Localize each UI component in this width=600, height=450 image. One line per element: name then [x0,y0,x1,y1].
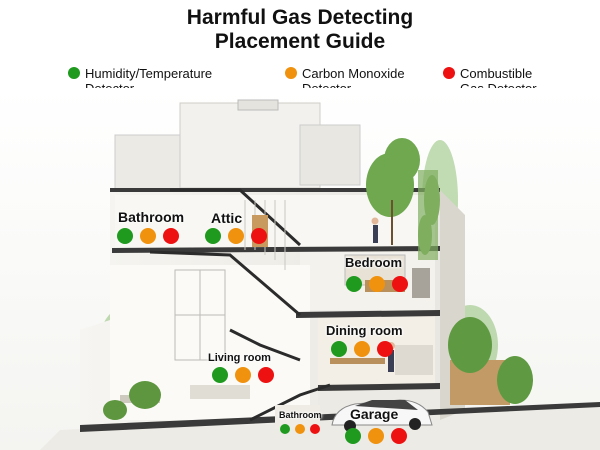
co-detector-dot [368,428,384,444]
title-line-1: Harmful Gas Detecting [186,6,414,29]
humidity-detector-dot [280,424,290,434]
humidity-detector-dot [345,428,361,444]
detectors-living-room [212,367,274,383]
humidity-detector-dot [331,341,347,357]
detectors-bathroom-top [117,228,179,244]
co-detector-dot [228,228,244,244]
combustible-detector-dot [391,428,407,444]
combustible-detector-dot [310,424,320,434]
combustible-detector-dot [392,276,408,292]
legend-co-line1: Carbon Monoxide [302,66,405,81]
co-detector-dot [235,367,251,383]
legend-humidity-line1: Humidity/Temperature [85,66,213,81]
detectors-dining-room [331,341,393,357]
combustible-detector-dot [163,228,179,244]
title-line-2: Placement Guide [214,30,386,53]
co-detector-dot [295,424,305,434]
detectors-bathroom-bottom [280,424,320,434]
legend-combustible-line1: Combustible [460,66,533,81]
legend-combustible-dot [443,67,455,79]
green-wall [418,170,440,260]
co-detector-dot [369,276,385,292]
humidity-detector-dot [212,367,228,383]
combustible-detector-dot [251,228,267,244]
humidity-detector-dot [346,276,362,292]
room-label-dining-room: Dining room [326,323,403,338]
co-detector-dot [354,341,370,357]
legend-humidity-dot [68,67,80,79]
room-label-bedroom: Bedroom [345,255,403,270]
combustible-detector-dot [377,341,393,357]
humidity-detector-dot [205,228,221,244]
room-label-garage: Garage [350,406,399,422]
room-label-living-room: Living room [208,352,271,364]
room-label-bathroom-bottom: Bathroom [279,410,322,420]
combustible-detector-dot [258,367,274,383]
car-illustration [331,399,433,432]
staircase [149,188,331,422]
detectors-attic [205,228,267,244]
house-cutaway-illustration [0,88,600,450]
co-detector-dot [140,228,156,244]
page-title: Harmful Gas Detecting Placement Guide [0,6,600,54]
detectors-bedroom [346,276,408,292]
room-label-attic: Attic [211,210,243,226]
legend-co-dot [285,67,297,79]
humidity-detector-dot [117,228,133,244]
room-label-bathroom-top: Bathroom [118,209,185,225]
detectors-garage [345,428,407,444]
